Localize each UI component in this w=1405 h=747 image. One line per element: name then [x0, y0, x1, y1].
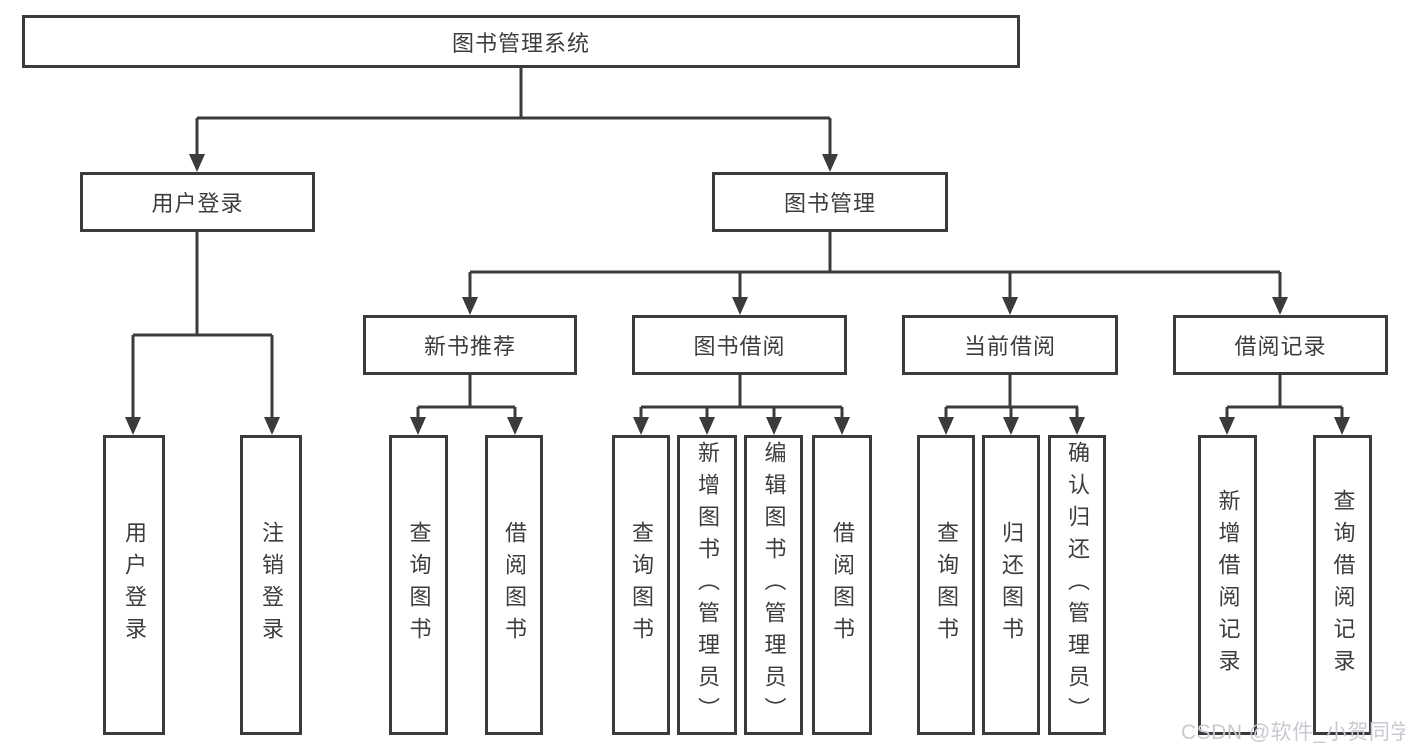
leaf-current-confirm-return-admin: 确认归还（管理员） [1048, 435, 1106, 735]
leaf-records-add-record: 新增借阅记录 [1198, 435, 1257, 735]
leaf-current-return-books: 归还图书 [982, 435, 1040, 735]
leaf-borrow-borrow-books: 借阅图书 [812, 435, 872, 735]
node-user-login: 用户登录 [80, 172, 315, 232]
leaf-records-query-record: 查询借阅记录 [1313, 435, 1372, 735]
leaf-borrow-add-books-admin: 新增图书（管理员） [677, 435, 737, 735]
node-current-borrowing: 当前借阅 [902, 315, 1118, 375]
arrowheads [125, 154, 1350, 435]
leaf-borrow-query-books: 查询图书 [612, 435, 670, 735]
leaf-recommend-borrow-books: 借阅图书 [485, 435, 543, 735]
leaf-logout: 注销登录 [240, 435, 302, 735]
node-book-management: 图书管理 [712, 172, 948, 232]
leaf-current-query-books: 查询图书 [917, 435, 975, 735]
leaf-recommend-query-books: 查询图书 [389, 435, 448, 735]
node-root: 图书管理系统 [22, 15, 1020, 68]
node-borrowing-records: 借阅记录 [1173, 315, 1388, 375]
node-book-borrowing: 图书借阅 [632, 315, 847, 375]
leaf-borrow-edit-books-admin: 编辑图书（管理员） [744, 435, 803, 735]
leaf-user-login: 用户登录 [103, 435, 165, 735]
node-new-book-recommendation: 新书推荐 [363, 315, 577, 375]
csdn-watermark: CSDN @软件_小贺同学 [1181, 721, 1405, 744]
